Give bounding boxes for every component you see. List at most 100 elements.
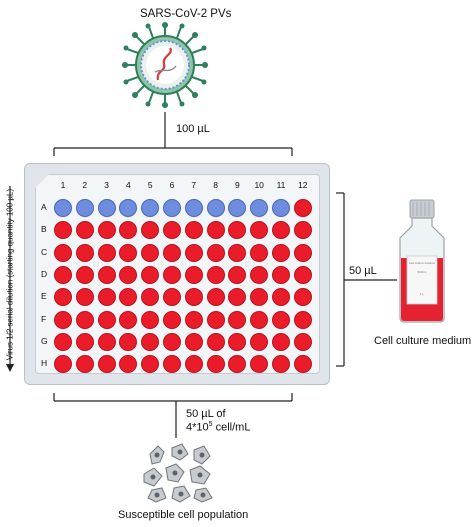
well-H12 xyxy=(293,355,312,374)
well-D7 xyxy=(184,265,203,284)
well-H2 xyxy=(75,355,94,374)
well-H8 xyxy=(206,355,225,374)
well-E4 xyxy=(119,288,138,307)
well-E3 xyxy=(97,288,116,307)
well-B5 xyxy=(141,221,160,240)
virus-label: SARS-CoV-2 PVs xyxy=(140,8,232,20)
well-C10 xyxy=(250,243,269,262)
well-A9 xyxy=(228,199,247,217)
well-G2 xyxy=(75,332,94,351)
well-C5 xyxy=(141,243,160,262)
well-F12 xyxy=(293,310,312,329)
well-B3 xyxy=(97,221,116,240)
well-D4 xyxy=(119,265,138,284)
well-A3 xyxy=(97,199,116,217)
well-G12 xyxy=(293,332,312,351)
well-B6 xyxy=(163,221,181,240)
well-F8 xyxy=(206,310,225,329)
well-E9 xyxy=(228,288,247,307)
well-D8 xyxy=(206,265,225,284)
plate-corner xyxy=(35,174,49,188)
well-D5 xyxy=(141,265,160,284)
well-B8 xyxy=(206,221,225,240)
well-C2 xyxy=(75,243,94,262)
well-F5 xyxy=(141,310,160,329)
well-C6 xyxy=(163,243,181,262)
column-label-2: 2 xyxy=(82,180,88,190)
well-C7 xyxy=(184,243,203,262)
well-F9 xyxy=(228,310,247,329)
well-E6 xyxy=(163,288,181,307)
well-H1 xyxy=(54,355,72,374)
well-A5 xyxy=(141,199,160,217)
well-A4 xyxy=(119,199,138,217)
well-E5 xyxy=(141,288,160,307)
well-H5 xyxy=(141,355,160,374)
well-G8 xyxy=(206,332,225,351)
virus-icon xyxy=(122,22,208,108)
well-F7 xyxy=(184,310,203,329)
well-C8 xyxy=(206,243,225,262)
well-D11 xyxy=(272,265,290,284)
well-B9 xyxy=(228,221,247,240)
well-B2 xyxy=(75,221,94,240)
well-C9 xyxy=(228,243,247,262)
well-A11 xyxy=(272,199,290,217)
well-A12 xyxy=(293,199,312,217)
well-E1 xyxy=(54,288,72,307)
well-G1 xyxy=(54,332,72,351)
well-E11 xyxy=(272,288,290,307)
column-label-6: 6 xyxy=(169,180,175,190)
well-D6 xyxy=(163,265,181,284)
well-A2 xyxy=(75,199,94,217)
well-A1 xyxy=(54,199,72,217)
row-label-H: H xyxy=(41,358,48,369)
column-label-1: 1 xyxy=(60,180,66,190)
column-label-3: 3 xyxy=(104,180,109,190)
well-E8 xyxy=(206,288,225,307)
well-A8 xyxy=(206,199,225,217)
well-C12 xyxy=(293,243,312,262)
row-label-D: D xyxy=(41,268,48,279)
well-H7 xyxy=(184,355,203,374)
well-H11 xyxy=(272,355,290,374)
well-F6 xyxy=(163,310,181,329)
well-F11 xyxy=(272,310,290,329)
well-D3 xyxy=(97,265,116,284)
well-G9 xyxy=(228,332,247,351)
dilution-label: Virus 1/2 serial dilution (starting quan… xyxy=(5,188,15,361)
well-E12 xyxy=(293,288,312,307)
population-label: Susceptible cell population xyxy=(118,509,249,521)
well-G3 xyxy=(97,332,116,351)
column-label-10: 10 xyxy=(254,180,264,190)
well-B11 xyxy=(272,221,290,240)
column-label-12: 12 xyxy=(298,180,308,190)
well-E2 xyxy=(75,288,94,307)
well-B12 xyxy=(293,221,312,240)
well-H10 xyxy=(250,355,269,374)
well-G11 xyxy=(272,332,290,351)
well-E10 xyxy=(250,288,269,307)
well-G6 xyxy=(163,332,181,351)
well-A6 xyxy=(163,199,181,217)
row-label-C: C xyxy=(41,246,48,257)
well-F3 xyxy=(97,310,116,329)
well-D2 xyxy=(75,265,94,284)
row-label-G: G xyxy=(41,335,48,346)
well-C11 xyxy=(272,243,290,262)
medium-volume-label: 50 µL xyxy=(349,265,377,277)
well-C3 xyxy=(97,243,116,262)
well-G4 xyxy=(119,332,138,351)
well-F2 xyxy=(75,310,94,329)
cell-population-icon xyxy=(143,443,213,503)
cells-volume-label: 50 µL of xyxy=(186,408,226,420)
well-H3 xyxy=(97,355,116,374)
well-G7 xyxy=(184,332,203,351)
well-H4 xyxy=(119,355,138,374)
well-B10 xyxy=(250,221,269,240)
well-F4 xyxy=(119,310,138,329)
well-H9 xyxy=(228,355,247,374)
well-H6 xyxy=(163,355,181,374)
bottle-label-line1: Cell culture medium xyxy=(408,261,436,265)
